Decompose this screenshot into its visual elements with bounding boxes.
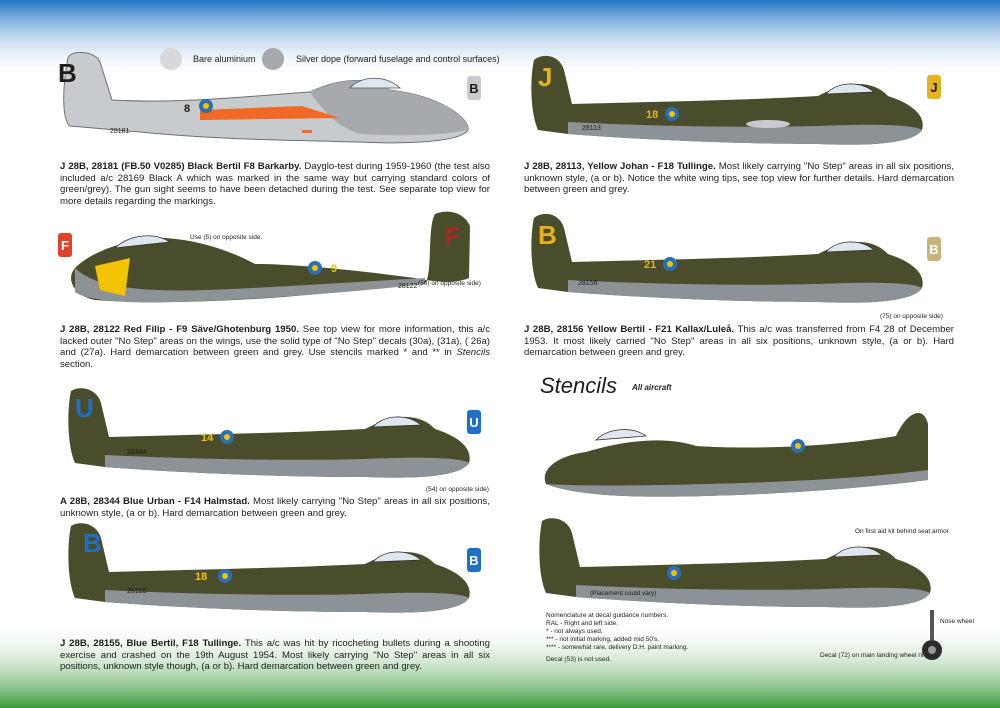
nose-code: 18	[646, 109, 658, 121]
nose-code: 14	[201, 432, 214, 444]
legend-swatch-silver-dope	[262, 48, 284, 70]
nose-code: 18	[195, 571, 207, 583]
nose-code: 8	[184, 103, 190, 115]
stencils-main-wheel-note: Decal (72) on main landing wheel rim.	[820, 652, 930, 659]
stencils-nose-wheel-label: Nose wheel	[940, 618, 974, 625]
stencils-title: Stencils	[540, 373, 618, 398]
side-badge-yellow-johan: J	[927, 75, 941, 99]
caption-black-bertil: J 28B, 28181 (FB.50 V0285) Black Bertil …	[60, 161, 490, 207]
note-opposite-side-red-filip: (50) on opposite side)	[418, 280, 481, 287]
caption-blue-bertil: J 28B, 28155, Blue Bertil, F18 Tullinge.…	[60, 638, 490, 673]
aircraft-black-bertil-profile: B 8 28181	[58, 52, 469, 144]
caption-blue-urban: A 28B, 28344 Blue Urban - F14 Halmstad. …	[60, 496, 490, 519]
tail-letter: U	[75, 393, 94, 423]
aircraft-red-filip-profile: F 9 28122	[71, 211, 470, 303]
serial: 28155	[127, 588, 147, 595]
stencils-aircraft-top	[544, 412, 928, 497]
stencils-first-aid-note: On first aid kit behind seat armor	[855, 528, 949, 535]
note-use-opposite: Use (5) on opposite side.	[190, 234, 263, 241]
nose-code: 21	[644, 259, 656, 271]
side-badge-blue-bertil: B	[467, 548, 481, 572]
side-badge-blue-urban: U	[467, 410, 481, 434]
serial: 28181	[110, 128, 130, 135]
serial: 28122	[398, 283, 418, 290]
aircraft-yellow-bertil-profile: B 21 28156	[531, 213, 923, 303]
tail-letter: B	[538, 220, 557, 250]
tail-letter: B	[83, 528, 102, 558]
tail-letter: J	[538, 62, 552, 92]
nose-code: 9	[331, 263, 337, 275]
serial: 28156	[578, 280, 598, 287]
side-badge-red-filip: F	[58, 233, 72, 257]
serial: 28113	[582, 125, 601, 132]
legend-label-silver-dope: Silver dope (forward fuselage and contro…	[296, 54, 500, 64]
stencils-aircraft-bottom	[539, 518, 931, 608]
nose-wheel-icon	[922, 610, 942, 660]
side-badge-black-bertil: B	[467, 76, 481, 100]
caption-yellow-bertil: J 28B, 28156 Yellow Bertil - F21 Kallax/…	[524, 324, 954, 359]
caption-red-filip: J 28B, 28122 Red Filip - F9 Säve/Ghotenb…	[60, 324, 490, 370]
caption-yellow-johan: J 28B, 28113, Yellow Johan - F18 Tulling…	[524, 161, 954, 196]
tail-letter: B	[58, 58, 77, 88]
aircraft-blue-urban-profile: U 14 28344	[68, 388, 470, 478]
aircraft-yellow-johan-profile: J 18 28113	[531, 55, 923, 145]
tail-letter: F	[445, 223, 460, 250]
legend-swatch-bare-aluminium	[160, 48, 182, 70]
note-opposite-side-yellow-bertil: (75) on opposite side)	[880, 313, 943, 320]
stencils-nomenclature: Nomenclature at decal guidance numbers. …	[546, 612, 689, 663]
aircraft-blue-bertil-profile: B 18 28155	[68, 523, 470, 613]
stencils-placement-note: (Placement could vary)	[590, 590, 657, 597]
serial: 28344	[127, 449, 147, 456]
note-opposite-side-blue-urban: (54) on opposite side)	[426, 486, 489, 493]
legend-label-bare-aluminium: Bare aluminium	[193, 54, 256, 64]
stencils-subtitle: All aircraft	[632, 383, 672, 392]
side-badge-yellow-bertil: B	[927, 237, 941, 261]
